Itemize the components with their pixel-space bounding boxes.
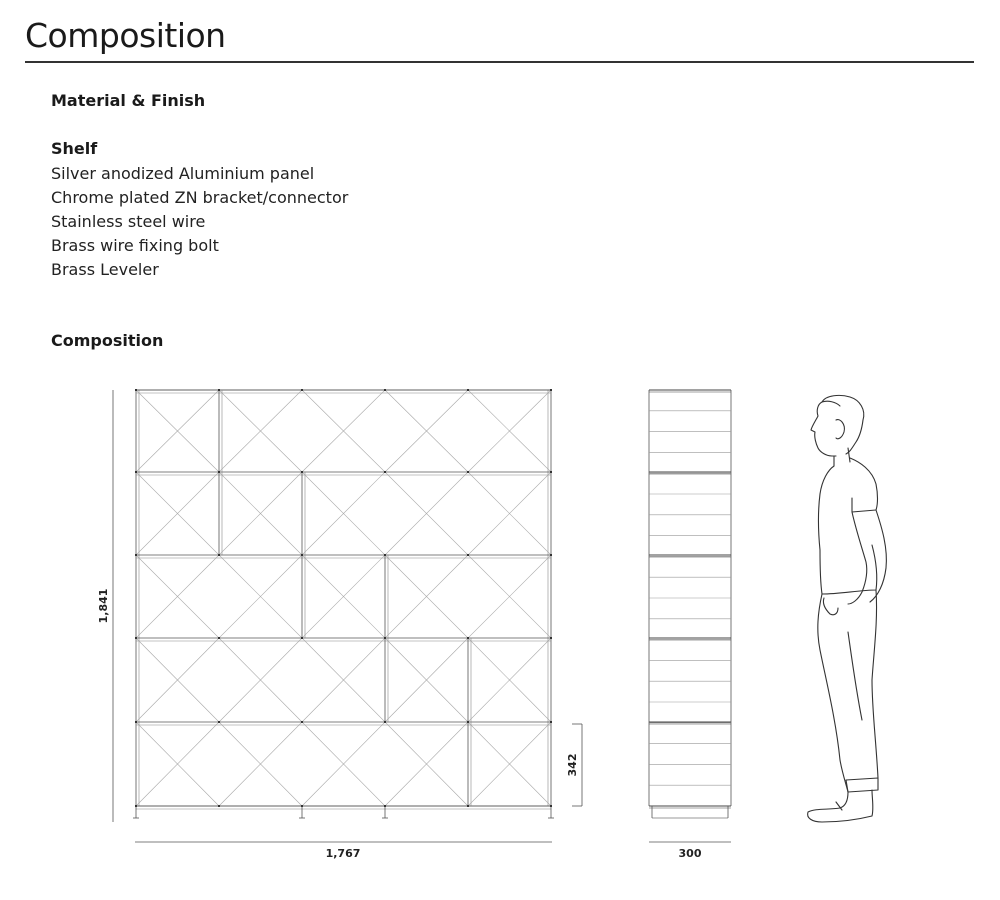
material-item: Silver anodized Aluminium panel — [51, 164, 315, 183]
shelf-height-dimension — [572, 723, 583, 807]
material-finish-heading: Material & Finish — [51, 91, 206, 110]
material-item: Brass Leveler — [51, 260, 159, 279]
material-item: Stainless steel wire — [51, 212, 206, 231]
shelf-height-label: 342 — [566, 754, 579, 777]
material-list: Silver anodized Aluminium panel Chrome p… — [51, 163, 348, 283]
shelf-heading: Shelf — [51, 139, 98, 158]
material-item: Chrome plated ZN bracket/connector — [51, 188, 349, 207]
human-figure-scale — [807, 394, 887, 823]
side-view-shelf — [648, 389, 732, 819]
title-divider — [25, 61, 974, 63]
composition-heading: Composition — [51, 331, 164, 350]
depth-dimension-label: 300 — [679, 847, 702, 860]
page-title: Composition — [25, 16, 226, 55]
material-item: Brass wire fixing bolt — [51, 236, 219, 255]
width-dimension-label: 1,767 — [326, 847, 361, 860]
front-view-shelf — [133, 389, 554, 819]
height-dimension-label: 1,841 — [97, 589, 110, 624]
